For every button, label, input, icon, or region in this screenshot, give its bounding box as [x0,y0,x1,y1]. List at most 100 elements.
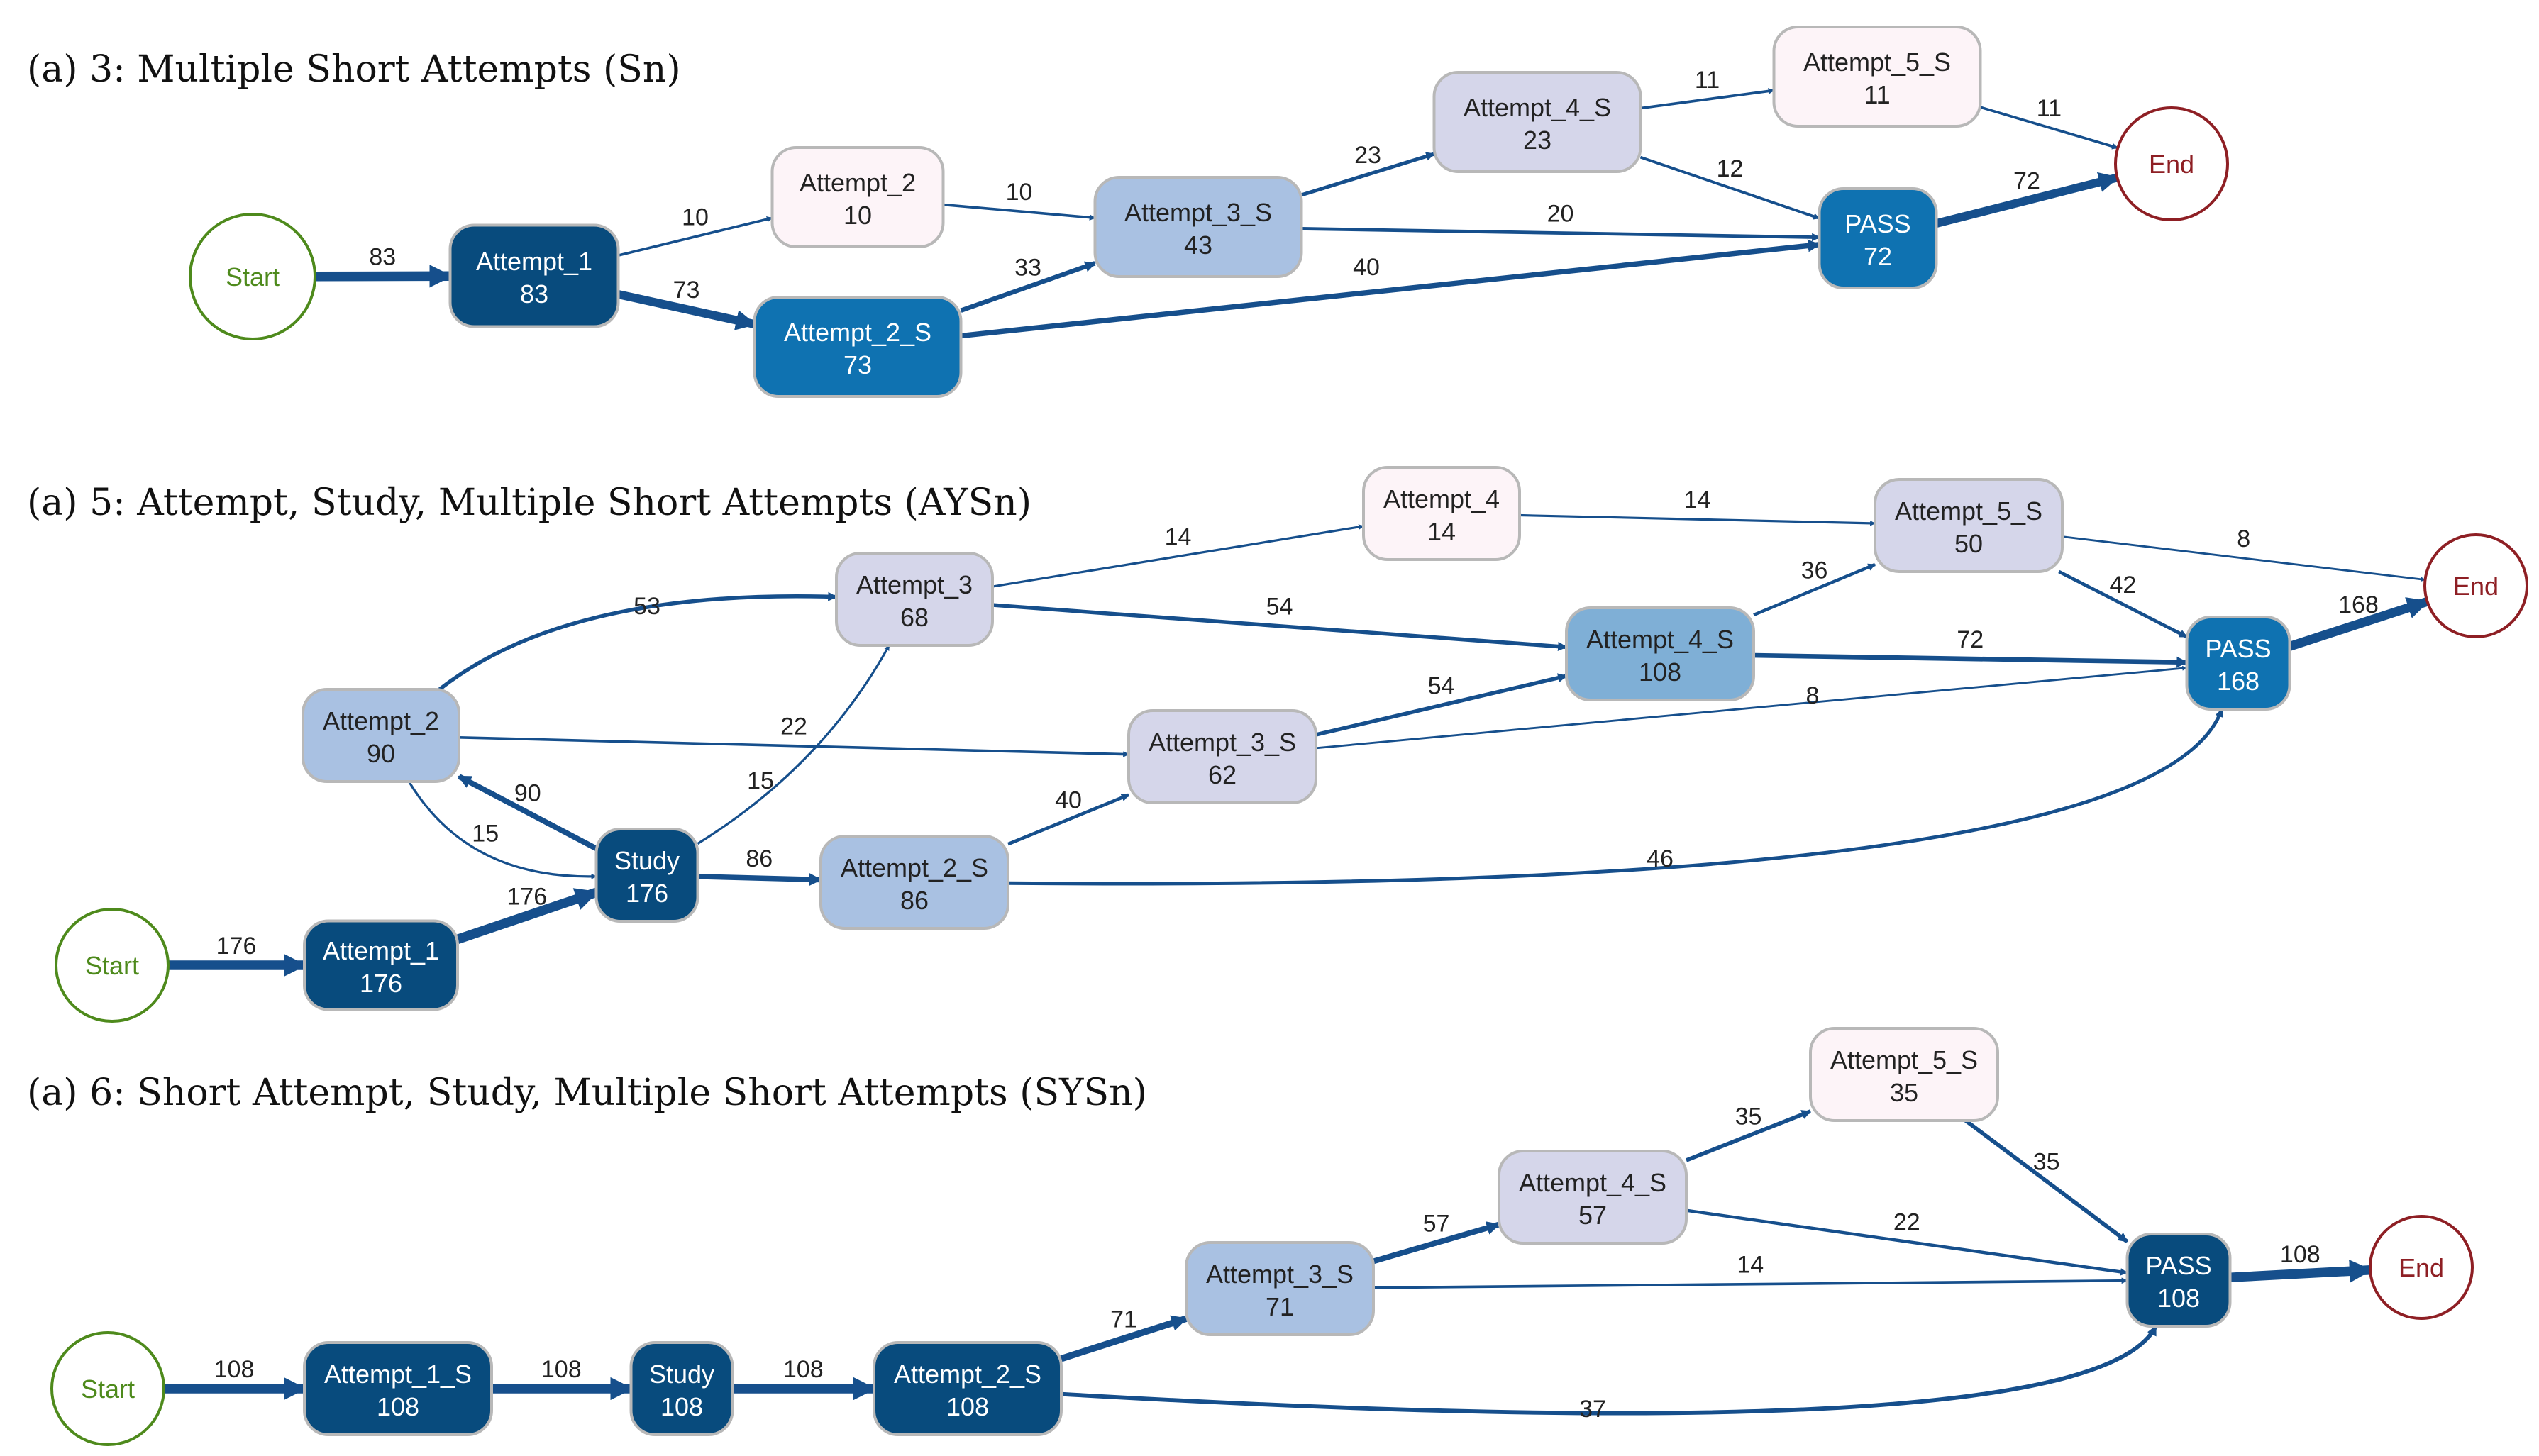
node-p3-a3s: Attempt_3_S43 [1093,176,1303,278]
edge-label-p6-a3s-to-a4s: 57 [1423,1211,1450,1238]
activity-name: Attempt_2 [800,168,916,197]
activity-count: 168 [2217,667,2259,696]
edge-p5-a3-to-a4 [992,524,1364,588]
edge-label-p5-a1-to-study: 176 [507,883,547,910]
activity-box [448,223,620,328]
edge-label-p5-a4-to-a5s: 14 [1684,487,1711,513]
activity-name: Attempt_4 [1383,484,1500,513]
activity-name: Attempt_2 [323,706,439,735]
activity-name: PASS [2205,634,2271,663]
edge-label-p5-a2s-to-a3s: 40 [1055,787,1082,814]
activity-box [1362,466,1521,561]
edge-label-p5-a4s-to-a5s: 36 [1801,557,1828,584]
edge-p5-a4-to-a5s [1519,513,1876,526]
activity-box [2125,1233,2232,1328]
activity-box [770,146,945,248]
edge-label-p6-start-to-a1s: 108 [214,1356,255,1383]
edge-label-p5-a5s-to-end: 8 [2237,526,2250,552]
edge-label-p6-a4s-to-pass: 22 [1893,1209,1920,1236]
edge-label-p5-study-to-a3: 15 [747,767,774,794]
node-p3-a1: Attempt_1 83 [448,223,620,328]
edge-label-p3-pass-to-end: 72 [2013,168,2040,195]
start-label: Start [226,262,280,291]
start-circle [55,908,170,1023]
activity-box [873,1341,1063,1436]
activity-count: 83 [520,279,548,309]
edge-p3-a2s-to-pass [961,239,1821,339]
activity-box [303,1341,493,1436]
edge-label-p5-a3-to-a4: 14 [1165,524,1192,551]
activity-count: 14 [1427,517,1456,546]
edge-label-p5-a4s-to-pass: 72 [1957,626,1984,653]
activity-count: 50 [1954,529,1983,558]
activity-count: 73 [843,350,872,379]
node-p6-study: Study 108 [629,1341,734,1436]
node-p6-a3s: Attempt_3_S 71 [1185,1241,1375,1336]
edge-label-p6-a2s-to-a3s: 71 [1110,1306,1137,1333]
activity-count: 35 [1890,1078,1918,1107]
start-label: Start [85,951,139,980]
edge-p3-a3s-to-a4s [1300,152,1435,197]
edge-p6-pass-to-end [2230,1260,2373,1283]
edge-p6-a3s-to-pass [1373,1277,2128,1289]
edge-p5-a3-to-a4s [992,603,1568,652]
activity-box [1809,1027,1999,1122]
activity-name: Study [614,846,680,875]
node-p5-start: Start [55,908,170,1023]
activity-name: Attempt_2_S [841,853,988,882]
edge-p6-a4s-to-pass [1686,1208,2128,1276]
node-p5-a4: Attempt_4 14 [1362,466,1521,561]
edge-p5-a2s-to-pass [1007,708,2224,886]
edge-p5-a5s-to-pass [2058,569,2188,639]
activity-name: Study [649,1360,714,1389]
activity-count: 176 [360,969,402,998]
edge-label-p3-a1-to-a2s: 73 [673,277,700,304]
activity-box [819,835,1009,930]
edge-p5-study-to-a2s [697,873,822,887]
panel-caption-5: (a) 5: Attempt, Study, Multiple Short At… [27,482,1031,524]
activity-count: 71 [1266,1292,1294,1321]
activity-count: 108 [660,1392,703,1421]
activity-count: 43 [1184,230,1212,260]
activity-count: 108 [377,1392,419,1421]
edge-p5-a3s-to-a4s [1315,673,1568,737]
edge-label-p3-a2s-to-a3s: 33 [1014,255,1041,282]
node-p3-a5s: Attempt_5_S 11 [1772,26,1982,128]
node-p3-start: Start [189,213,316,340]
edge-p3-a4s-to-a5s [1640,88,1775,110]
activity-count: 11 [1864,80,1890,109]
activity-box [302,688,460,783]
activity-name: Attempt_5_S [1803,48,1951,77]
activity-name: Attempt_5_S [1830,1045,1978,1074]
edge-label-p5-a2-to-a3s: 22 [780,713,807,740]
activity-count: 62 [1208,760,1237,789]
end-circle [2423,533,2528,638]
activity-count: 90 [367,739,395,768]
edge-p5-a2-to-a3s [458,735,1129,757]
edge-label-p5-a2-to-study: 15 [472,820,499,847]
activity-box [1185,1241,1375,1336]
activity-name: Attempt_1 [476,247,592,276]
edge-label-p3-a5s-to-end: 11 [2037,95,2062,122]
node-p5-a2s: Attempt_2_S86 [819,835,1009,930]
panel-caption-6: (a) 6: Short Attempt, Study, Multiple Sh… [27,1072,1147,1114]
edge-p3-a3s-to-pass [1301,227,1820,242]
activity-box [594,828,699,923]
edge-label-p3-start-to-a1: 83 [369,244,396,271]
activity-name: Attempt_3_S [1206,1260,1354,1289]
start-label: Start [81,1374,135,1404]
activity-box [835,552,994,647]
edge-p5-a2-to-study [408,781,597,879]
nodes-layer: StartAttempt_183Attempt_210Attempt_2_S73… [50,26,2528,1446]
activity-box [2185,616,2291,711]
activity-count: 57 [1578,1201,1607,1230]
node-p3-a4s: Attempt_4_S23 [1432,71,1642,173]
edge-p3-a1-to-a2s [617,290,757,330]
activity-box [1772,26,1982,128]
